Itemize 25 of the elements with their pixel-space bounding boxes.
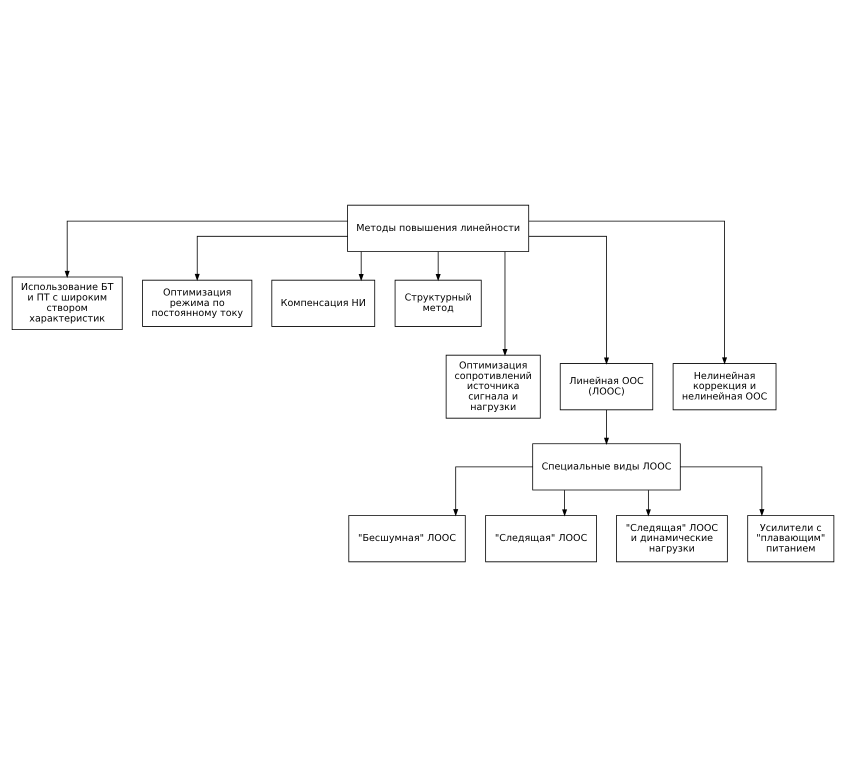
node-box: "Следящая" ЛООС и динамические нагрузки bbox=[616, 515, 728, 562]
node-box: Нелинейная коррекция и нелинейная ООС bbox=[672, 363, 776, 410]
node-box: Специальные виды ЛООС bbox=[532, 443, 681, 490]
arrow bbox=[604, 409, 610, 445]
arrow bbox=[562, 490, 568, 517]
arrow bbox=[646, 490, 651, 517]
arrow bbox=[64, 220, 348, 278]
node-box: Методы повышения линейности bbox=[347, 204, 530, 252]
arrow bbox=[502, 251, 508, 356]
node-box: Структурный метод bbox=[394, 280, 482, 327]
node-box: Использование БТ и ПТ с широким створом характеристик bbox=[12, 276, 123, 330]
arrow bbox=[528, 236, 610, 365]
arrow bbox=[194, 236, 348, 282]
arrow bbox=[680, 466, 764, 516]
arrow bbox=[528, 220, 728, 365]
arrow bbox=[436, 251, 441, 282]
node-box: "Следящая" ЛООС bbox=[485, 515, 597, 562]
node-box: Компенсация НИ bbox=[271, 280, 376, 327]
node-box: Оптимизация сопротивлений источника сигнала и нагрузки bbox=[446, 354, 541, 419]
arrow bbox=[453, 466, 534, 516]
node-box: Линейная ООС (ЛООС) bbox=[560, 363, 654, 410]
node-box: Оптимизация режима по постоянному току bbox=[142, 280, 252, 327]
arrow bbox=[358, 251, 364, 282]
node-box: "Бесшумная" ЛООС bbox=[348, 515, 466, 562]
node-box: Усилители с "плавающим" питанием bbox=[747, 515, 834, 562]
